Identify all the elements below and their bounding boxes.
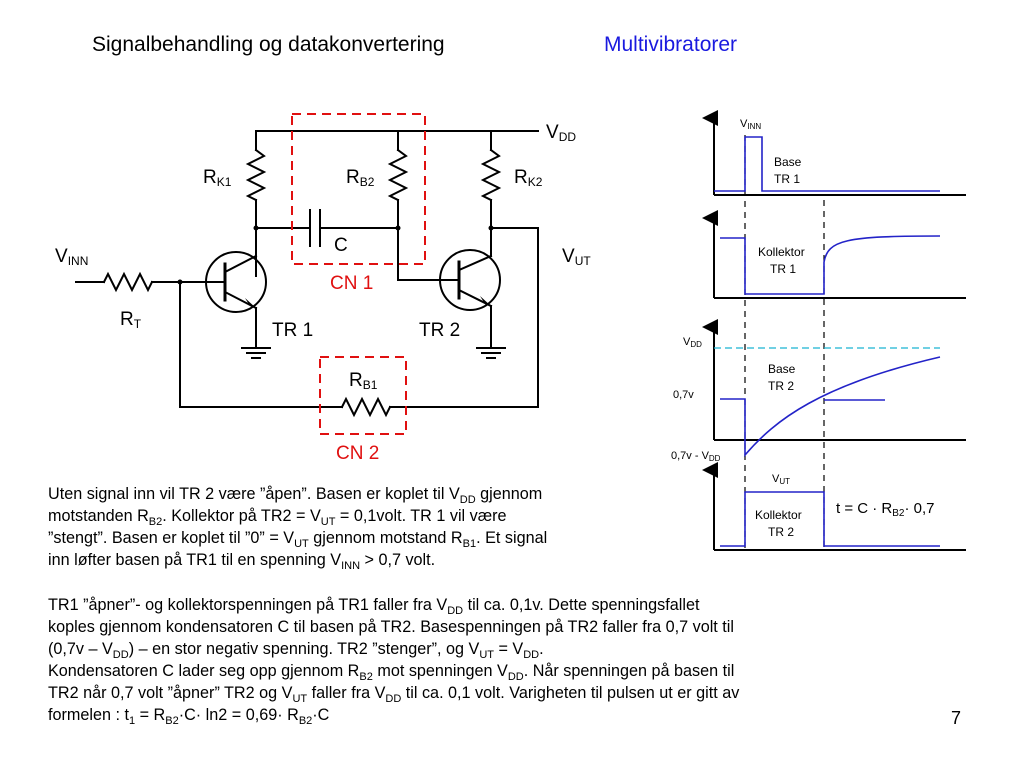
tr2-label: TR 2 [419,320,460,341]
rb2-label: RB2 [346,167,375,189]
timing-base-tr1-label-1: Base [774,155,802,169]
timing-vinn-label: VINN [740,118,761,131]
rk2-resistor [480,148,502,202]
timing-diagram: VINN Base TR 1 Kollektor TR 1 VDD Base T… [671,110,966,551]
vinn-label: VINN [55,246,88,268]
rt-label: RT [120,309,142,331]
cn1-box [291,113,426,265]
explanation-paragraph-1: Uten signal inn vil TR 2 være ”åpen”. Ba… [48,485,548,573]
timing-07v-label: 0,7v [673,389,694,401]
slide-title: Signalbehandling og datakonvertering [92,33,445,56]
base-tr2-waveform [720,356,941,458]
timing-kollektor-tr2-label-2: TR 2 [768,525,794,539]
cn2-label: CN 2 [336,443,379,464]
multivibrator-circuit: VDD RK1 RB2 RK2 C CN 1 VINN VUT RT TR 1 … [55,113,591,464]
rk1-label: RK1 [203,167,232,189]
rb1-resistor [340,396,392,418]
vdd-label: VDD [546,122,576,144]
tr1-label: TR 1 [272,320,313,341]
pulse-duration-formula: t = C · RB2· 0,7 [836,500,935,519]
timing-07v-vdd-label: 0,7v - VDD [671,450,721,463]
timing-base-tr2-label-1: Base [768,362,796,376]
tr2-transistor [439,249,501,311]
explanation-paragraph-2: TR1 ”åpner”- og kollektorspenningen på T… [48,596,740,728]
rk1-resistor [245,148,267,202]
cn2-box [319,356,407,435]
vinn-waveform [714,136,940,192]
page-number: 7 [951,708,962,728]
kollektor-tr1-waveform [720,235,941,295]
vut-waveform [720,491,940,547]
rb1-label: RB1 [349,370,378,392]
tr1-transistor [205,251,267,313]
timing-kollektor-tr2-label-1: Kollektor [755,508,802,522]
timing-kollektor-tr1-label-2: TR 1 [770,262,796,276]
timing-vdd-label: VDD [683,336,702,349]
timing-base-tr1-label-2: TR 1 [774,172,800,186]
rt-resistor [102,271,154,293]
timing-vut-label: VUT [772,473,790,486]
timing-kollektor-tr1-label-1: Kollektor [758,245,805,259]
slide-topic: Multivibratorer [604,33,738,56]
vut-label: VUT [562,246,591,268]
capacitor-label: C [334,235,348,256]
timing-base-tr2-label-2: TR 2 [768,379,794,393]
cn1-label: CN 1 [330,273,373,294]
rk2-label: RK2 [514,167,543,189]
rb2-resistor [387,148,409,202]
